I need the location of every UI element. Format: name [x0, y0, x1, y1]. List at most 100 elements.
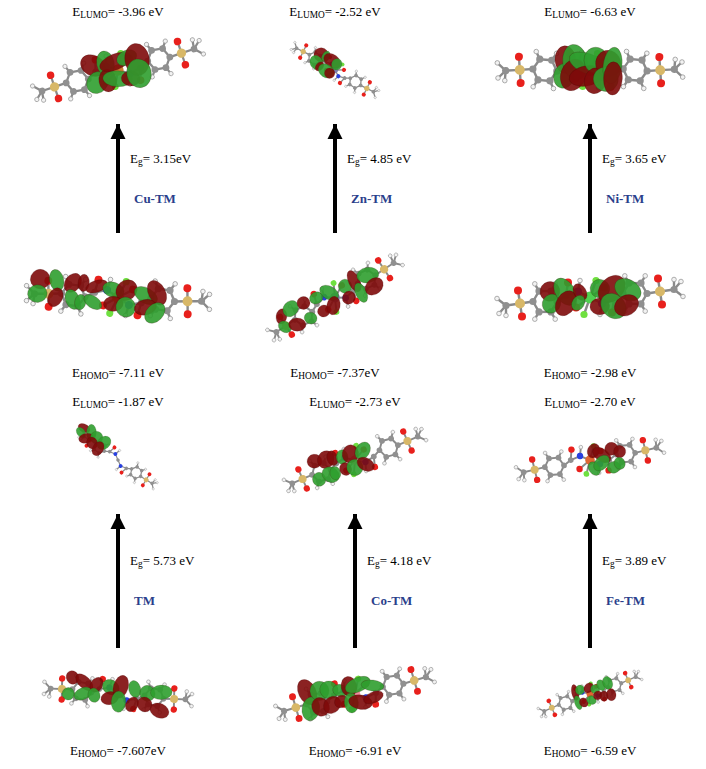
- orbital-node: ELUMO= -2.73 eV: [245, 393, 465, 510]
- atom-sphere: [544, 715, 547, 718]
- atom-sphere: [399, 428, 407, 436]
- molecule-group: [495, 270, 686, 324]
- gap-arrow: [116, 124, 120, 233]
- atom-sphere: [277, 337, 282, 342]
- atom-sphere: [546, 455, 552, 461]
- atom-sphere: [568, 705, 573, 710]
- atom-sphere: [413, 427, 417, 431]
- molecule-illustration: [245, 650, 465, 738]
- gap-arrow: [333, 124, 337, 233]
- atom-sphere: [119, 470, 125, 476]
- orbital-lobe: [322, 66, 337, 81]
- atom-sphere: [46, 71, 55, 80]
- atom-sphere: [628, 684, 634, 690]
- atom-sphere: [24, 283, 29, 288]
- atom-sphere: [303, 485, 311, 493]
- atom-sphere: [152, 487, 155, 490]
- atom-sphere: [107, 449, 112, 454]
- complex-name: TM: [132, 593, 157, 609]
- atom-sphere: [408, 447, 416, 455]
- molecule-illustration: [225, 20, 445, 120]
- atom-sphere: [655, 287, 665, 297]
- atom-sphere: [347, 82, 352, 87]
- orbital-lobes: [584, 438, 630, 478]
- atom-sphere: [403, 436, 413, 446]
- atom-sphere: [502, 302, 509, 309]
- atom-sphere: [341, 67, 347, 73]
- orbital-lobes: [69, 415, 116, 460]
- atom-sphere: [190, 692, 194, 696]
- atom-sphere: [556, 702, 561, 707]
- atom-sphere: [163, 39, 168, 44]
- atom-sphere: [578, 278, 583, 283]
- atom-sphere: [681, 294, 686, 299]
- bond-set: [535, 668, 645, 720]
- atom-sphere: [577, 453, 584, 460]
- atom-sphere: [87, 93, 92, 98]
- atom-sphere: [185, 689, 189, 693]
- atom-sphere: [307, 52, 312, 57]
- atom-sphere: [640, 678, 643, 681]
- atom-sphere: [113, 451, 119, 457]
- orbital-node: ELUMO= -2.70 eV: [480, 393, 700, 510]
- atom-sphere: [382, 461, 386, 465]
- atom-sphere: [34, 97, 39, 102]
- orbital-lobe: [575, 685, 585, 695]
- atom-sphere: [183, 284, 192, 293]
- atom-sphere: [342, 75, 347, 80]
- atom-sphere: [531, 84, 536, 89]
- atom-sphere: [670, 286, 677, 293]
- atom-sphere: [680, 75, 685, 80]
- bond-set: [76, 423, 159, 498]
- gap-arrow: [116, 514, 120, 648]
- atom-sphere: [557, 471, 563, 477]
- atom-sphere: [515, 52, 524, 61]
- atom-sphere: [504, 313, 509, 318]
- atom-sphere: [143, 476, 150, 483]
- atom-sphere: [400, 263, 405, 268]
- atom-sphere: [396, 690, 403, 697]
- complex-name: Zn-TM: [349, 191, 394, 207]
- molecule-illustration: [480, 20, 700, 120]
- atom-sphere: [530, 465, 539, 474]
- bond-set: [260, 250, 411, 345]
- orbital-lobe: [319, 464, 342, 486]
- atom-sphere: [200, 289, 205, 294]
- orbital-node: ELUMO= -2.52 eV: [225, 3, 445, 120]
- atom-sphere: [378, 437, 385, 444]
- energy-label: ELUMO= -6.63 eV: [480, 3, 700, 20]
- atom-sphere: [502, 78, 507, 83]
- atom-sphere: [543, 451, 547, 455]
- atom-sphere: [636, 77, 644, 85]
- atom-sphere: [298, 474, 308, 484]
- atom-sphere: [353, 73, 358, 78]
- atom-sphere: [66, 68, 74, 76]
- atom-sphere: [670, 65, 678, 73]
- atom-sphere: [409, 676, 419, 686]
- complex-name: Fe-TM: [604, 593, 647, 609]
- atom-sphere: [189, 704, 193, 708]
- atom-sphere: [375, 434, 379, 438]
- atom-sphere: [546, 77, 554, 85]
- atom-sphere: [546, 479, 550, 483]
- orbital-lobes: [58, 664, 176, 722]
- atom-sphere: [154, 478, 157, 481]
- atom-sphere: [659, 439, 663, 443]
- energy-label: EHOMO= -7.11 eV: [8, 364, 228, 381]
- atom-sphere: [398, 457, 402, 461]
- atom-sphere: [386, 274, 395, 283]
- atom-sphere: [402, 697, 406, 701]
- atom-sphere: [558, 696, 563, 701]
- atom-sphere: [78, 311, 83, 316]
- atom-sphere: [529, 65, 537, 73]
- atom-sphere: [623, 274, 628, 279]
- atom-sphere: [514, 465, 518, 469]
- orbital-lobe: [81, 291, 104, 312]
- atom-sphere: [616, 672, 619, 675]
- atom-sphere: [388, 253, 393, 258]
- atom-sphere: [133, 476, 138, 481]
- atom-sphere: [115, 468, 118, 471]
- atom-sphere: [30, 84, 35, 89]
- orbital-lobe: [86, 687, 101, 704]
